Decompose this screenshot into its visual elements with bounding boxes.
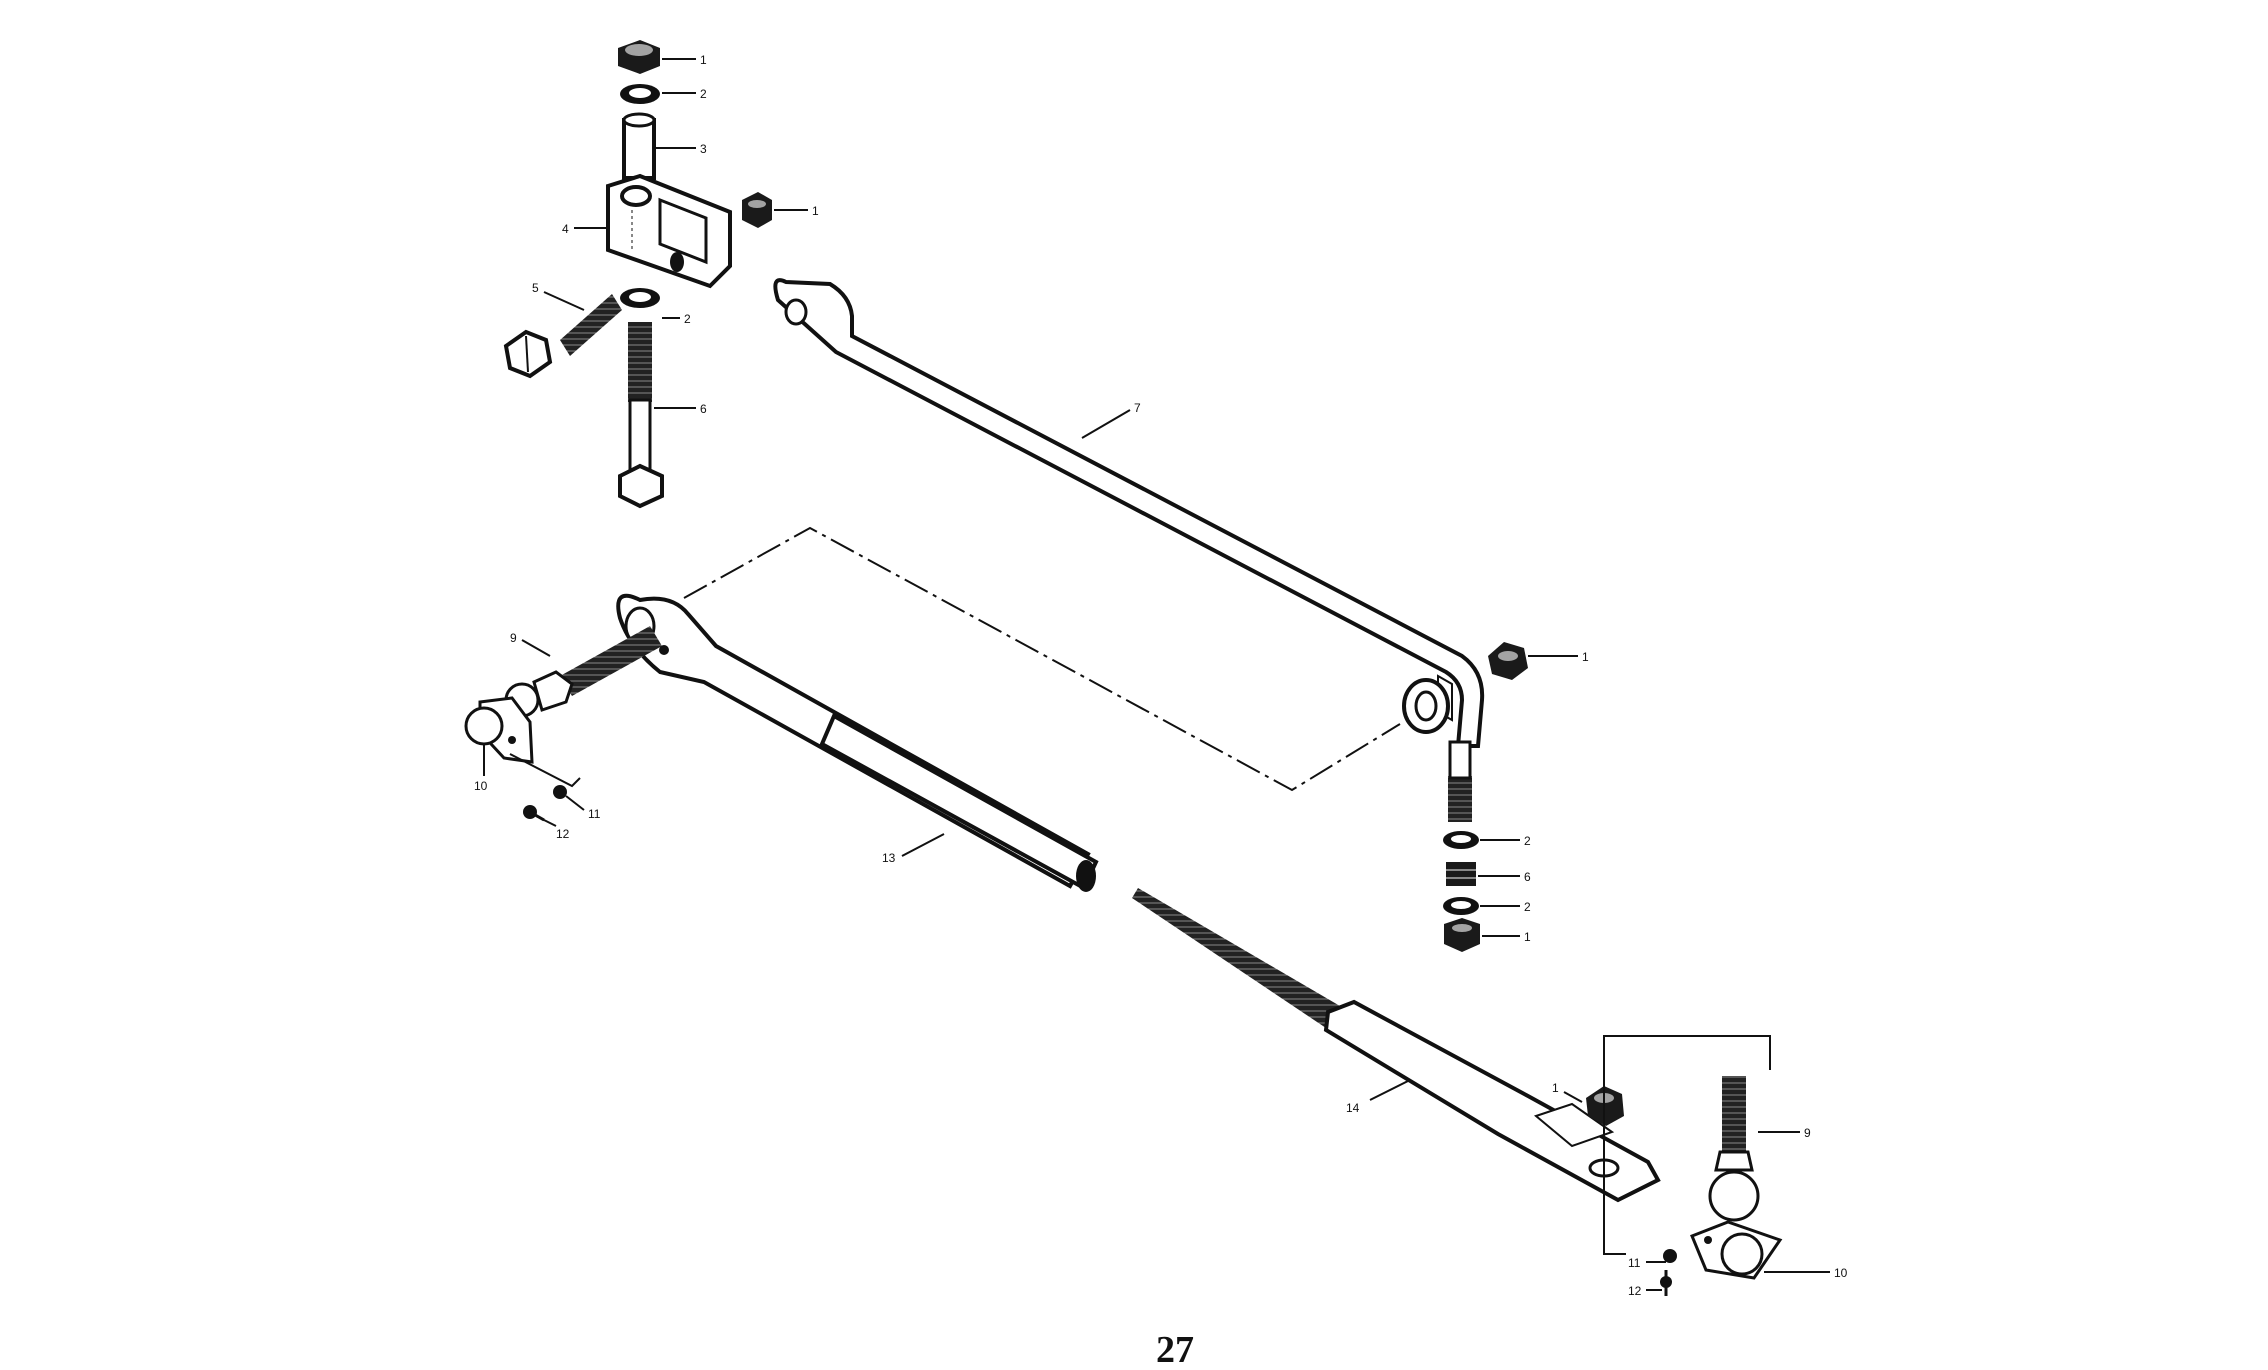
- callout-6-tierod: 6: [1524, 870, 1531, 884]
- callout-7: 7: [1134, 401, 1141, 415]
- callout-2-tierod-b: 2: [1524, 900, 1531, 914]
- tierod-lower-stack: [1443, 831, 1480, 952]
- callout-labels: 1 2 3 4 1 5 2 6 7 1 2 6 2 1 9 10 11 12 1…: [474, 53, 1848, 1298]
- callout-1-side: 1: [812, 204, 819, 218]
- callout-11-right: 11: [1628, 1256, 1641, 1270]
- ball-seat-left: [464, 696, 534, 764]
- callout-6: 6: [700, 402, 707, 416]
- callout-14: 14: [1346, 1101, 1360, 1115]
- callout-13: 13: [882, 851, 896, 865]
- callout-10-left: 10: [474, 779, 488, 793]
- upper-tie-rod: [773, 278, 1485, 822]
- callout-9-right: 9: [1804, 1126, 1811, 1140]
- callout-2-lower: 2: [684, 312, 691, 326]
- top-nut: [618, 40, 660, 74]
- callout-1-tierod-bottom: 1: [1524, 930, 1531, 944]
- bushing: [622, 112, 656, 180]
- callout-1: 1: [700, 53, 707, 67]
- callout-2: 2: [700, 87, 707, 101]
- connection-line: [683, 526, 1401, 792]
- left-bracket-line: [509, 753, 581, 788]
- ball-stud-right: [1708, 1076, 1760, 1222]
- callout-10-right: 10: [1834, 1266, 1848, 1280]
- callout-12-right: 12: [1628, 1284, 1642, 1298]
- clevis-bracket: [606, 173, 732, 289]
- ball-stud-left: [504, 626, 662, 718]
- tierod-nut-top: [1488, 642, 1528, 680]
- small-screw-12-right: [1660, 1270, 1672, 1296]
- callout-1-draglink: 1: [1552, 1081, 1559, 1095]
- right-bracket-line: [1603, 1035, 1771, 1255]
- side-nut: [742, 192, 772, 228]
- page-number: 27: [1156, 1329, 1194, 1365]
- ball-seat-right: [1690, 1220, 1783, 1280]
- callout-1-tierod: 1: [1582, 650, 1589, 664]
- drag-link-right: [1132, 888, 1661, 1203]
- callout-3: 3: [700, 142, 707, 156]
- callout-12-left: 12: [556, 827, 570, 841]
- callout-4: 4: [562, 222, 569, 236]
- leader-lines: [483, 58, 1830, 1291]
- callout-5: 5: [532, 281, 539, 295]
- top-washer: [620, 84, 660, 104]
- callout-11-left: 11: [588, 807, 601, 821]
- long-bolt: [618, 322, 664, 509]
- small-screw-11-left: [553, 785, 567, 799]
- drag-link-left: [616, 593, 1099, 892]
- lower-washer: [620, 288, 660, 308]
- callout-2-tierod-a: 2: [1524, 834, 1531, 848]
- callout-9-left: 9: [510, 631, 517, 645]
- hex-bolt: [503, 294, 622, 379]
- small-screw-11-right: [1663, 1249, 1677, 1263]
